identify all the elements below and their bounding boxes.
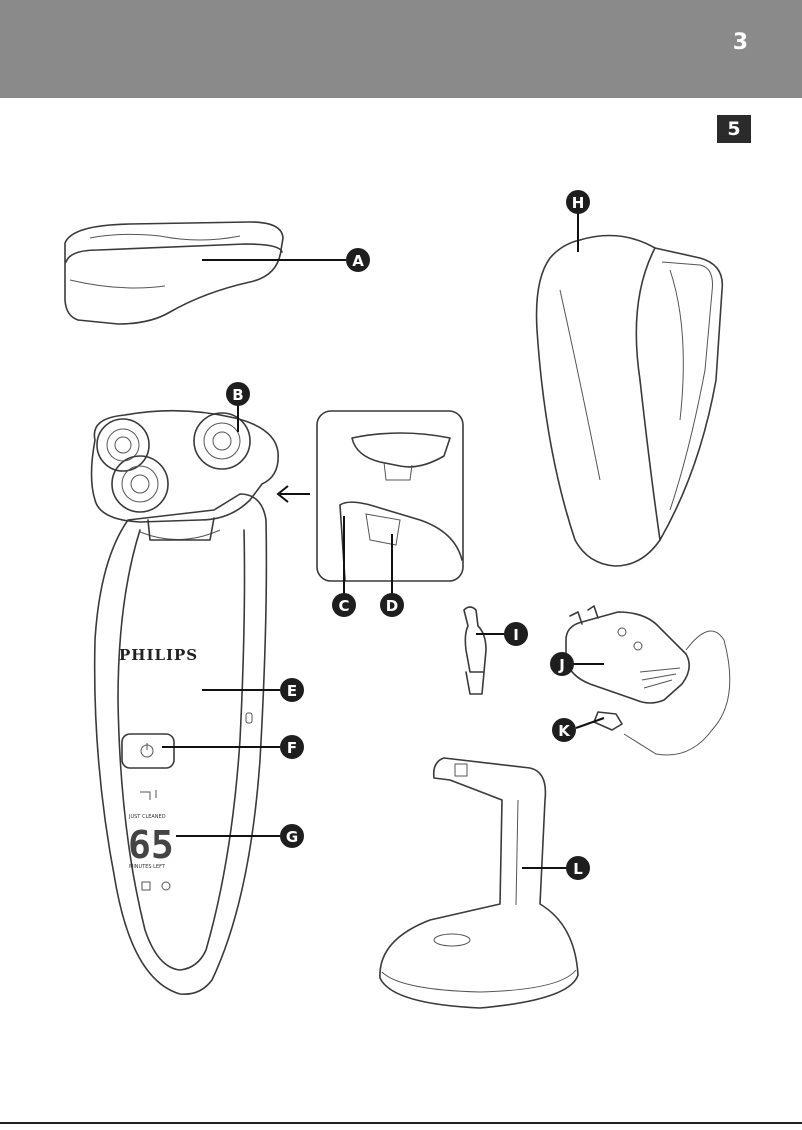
protection-cap-drawing <box>64 221 284 325</box>
bottom-rule <box>0 1122 802 1124</box>
svg-text:C: C <box>338 597 349 615</box>
svg-text:J: J <box>558 656 565 674</box>
callout-f: F <box>280 735 304 759</box>
svg-text:G: G <box>286 828 298 846</box>
brand-label: PHILIPS <box>119 646 198 664</box>
shaving-head-drawing <box>90 409 279 541</box>
callout-l: L <box>566 856 590 880</box>
callout-k: K <box>552 718 576 742</box>
callout-i: I <box>504 622 528 646</box>
svg-text:D: D <box>386 597 398 615</box>
svg-text:F: F <box>287 739 297 757</box>
svg-text:L: L <box>573 860 583 878</box>
display-top-label: JUST CLEANED <box>128 814 166 820</box>
pouch-drawing <box>535 234 724 567</box>
svg-text:A: A <box>352 252 364 270</box>
callout-e: E <box>280 678 304 702</box>
header-bar: 3 <box>0 0 802 98</box>
svg-text:I: I <box>513 626 519 644</box>
svg-text:E: E <box>287 682 297 700</box>
svg-text:H: H <box>572 194 585 212</box>
callout-b: B <box>226 382 250 406</box>
callout-h: H <box>566 190 590 214</box>
adapter-drawing <box>565 605 731 756</box>
callout-c: C <box>332 593 356 617</box>
display-bottom-label: MINUTES LEFT <box>129 864 166 870</box>
display-digits: 65 <box>128 823 174 867</box>
callout-a: A <box>346 248 370 272</box>
svg-text:B: B <box>232 386 243 404</box>
language-badge: 5 <box>717 115 751 143</box>
power-button-outline <box>121 733 175 769</box>
callout-d: D <box>380 593 404 617</box>
svg-text:K: K <box>558 722 571 740</box>
shaver-drawing: PHILIPS JUST CLEANED 65 MINUTES LEFT <box>93 493 268 996</box>
stand-drawing <box>379 757 579 1009</box>
callout-j: J <box>550 652 574 676</box>
page-number: 3 <box>732 30 748 55</box>
brush-drawing <box>463 606 487 695</box>
callout-g: G <box>280 824 304 848</box>
detail-inset <box>276 410 464 582</box>
